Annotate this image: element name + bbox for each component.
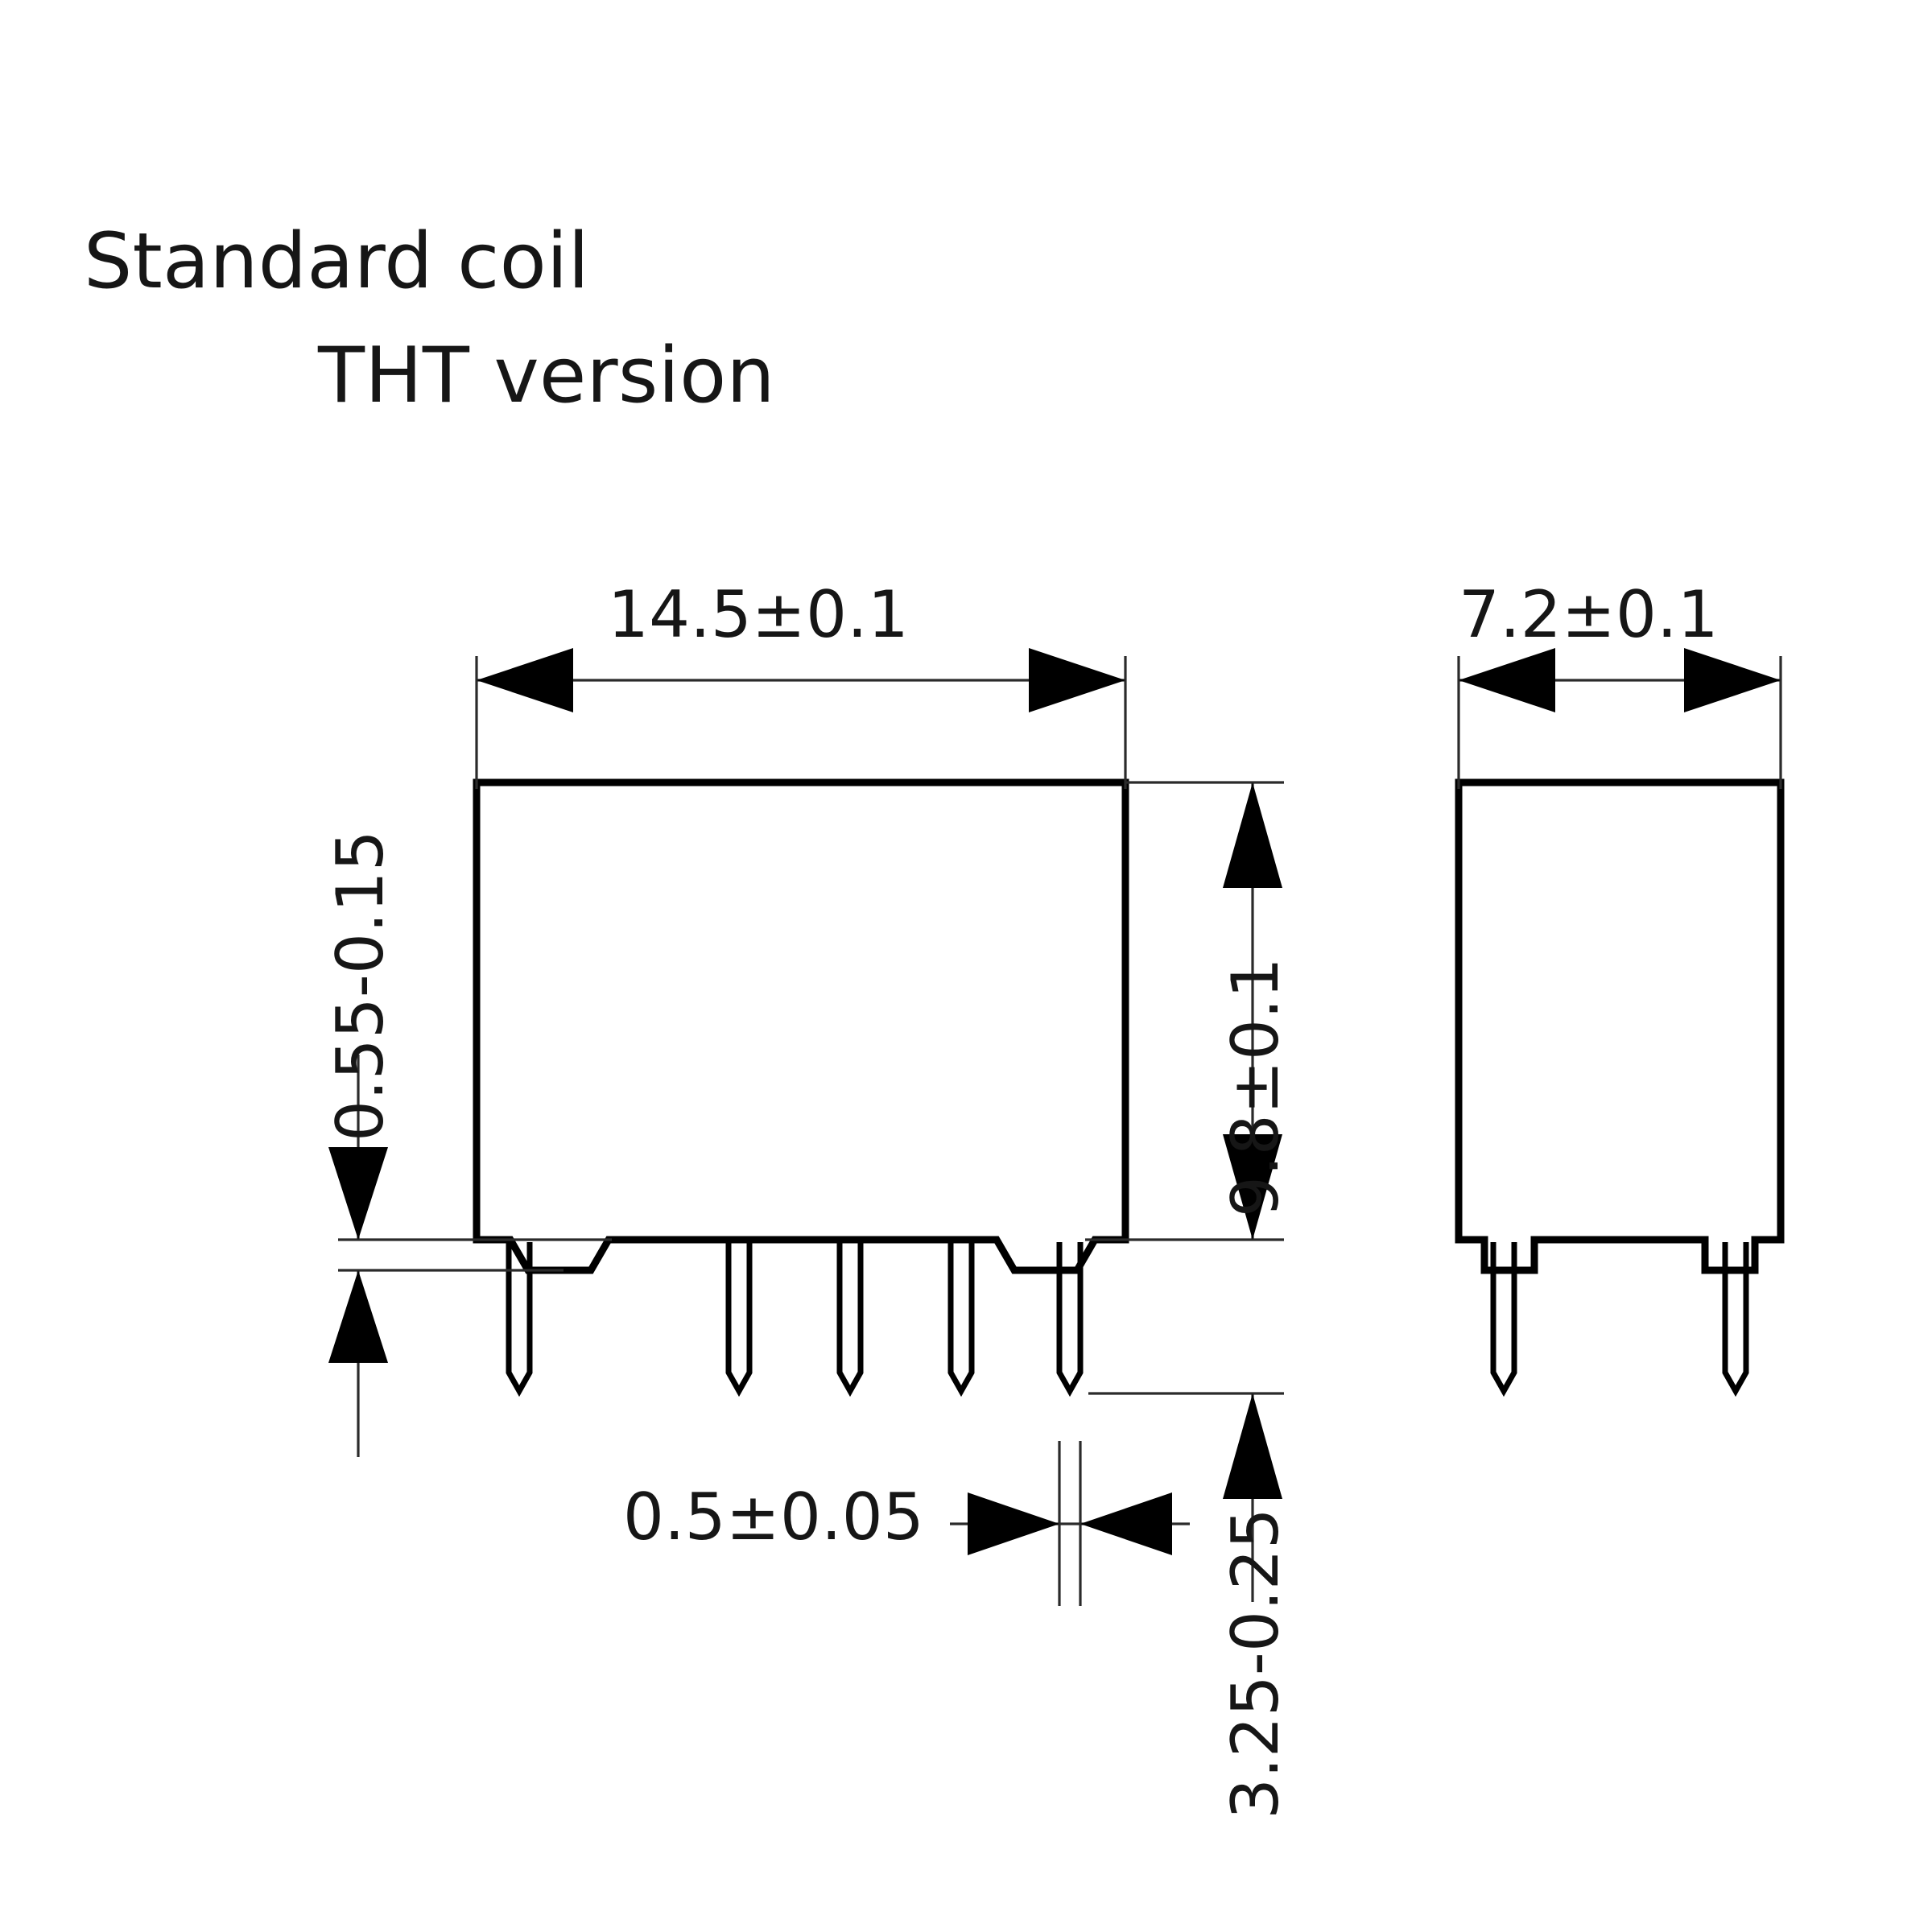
arrow-pin-thickness-left xyxy=(1080,1492,1172,1555)
arrow-side-width-left xyxy=(1459,648,1555,712)
pin-3 xyxy=(836,1242,864,1397)
side-view-body-outline xyxy=(1455,778,1785,1274)
arrow-standoff-down xyxy=(328,1147,388,1240)
dim-label-body-width: 14.5±0.1 xyxy=(608,577,909,652)
front-view-group xyxy=(328,648,1284,1606)
arrow-body-height-down xyxy=(1223,1134,1282,1240)
pin-2 xyxy=(725,1242,753,1397)
arrow-body-width-right xyxy=(1029,648,1125,712)
pin-4 xyxy=(947,1242,975,1397)
front-view-body-outline xyxy=(473,778,1129,1274)
side-pin-1 xyxy=(1490,1242,1517,1397)
title-line-1: Standard coil xyxy=(84,217,590,306)
side-view-group xyxy=(1455,648,1785,1397)
dim-label-body-height: 9.8±0.1 xyxy=(1218,957,1293,1217)
dim-label-pin-length: 3.25-0.25 xyxy=(1218,1508,1293,1819)
dim-label-side-width: 7.2±0.1 xyxy=(1459,577,1719,652)
pin-1 xyxy=(506,1242,533,1397)
arrow-pin-length-up xyxy=(1223,1393,1282,1499)
dim-label-pin-thickness: 0.5±0.05 xyxy=(623,1480,924,1554)
arrow-pin-thickness-right xyxy=(968,1492,1059,1555)
pin-5 xyxy=(1056,1242,1084,1397)
arrow-body-height-up xyxy=(1223,782,1282,888)
arrow-side-width-right xyxy=(1684,648,1781,712)
dim-label-standoff-height: 0.55-0.15 xyxy=(323,830,398,1141)
title-line-2: THT version xyxy=(318,332,775,420)
arrow-standoff-up xyxy=(328,1270,388,1363)
arrow-body-width-left xyxy=(477,648,573,712)
side-pin-2 xyxy=(1722,1242,1749,1397)
